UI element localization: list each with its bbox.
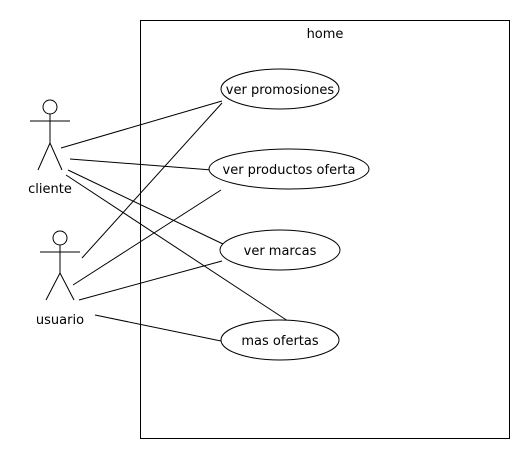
use-case-ver-promosiones: ver promosiones bbox=[220, 68, 340, 110]
use-case-mas-ofertas: mas ofertas bbox=[220, 319, 340, 361]
actor-leg-right bbox=[49, 142, 63, 171]
use-case-ellipse bbox=[220, 68, 340, 110]
actor-label-usuario: usuario bbox=[36, 313, 84, 328]
association-cliente-ver-productos-oferta bbox=[69, 158, 213, 171]
association-cliente-ver-promosiones bbox=[60, 100, 223, 149]
use-case-label: mas ofertas bbox=[241, 334, 318, 349]
actor-leg-right bbox=[59, 272, 75, 301]
actor-usuario: usuario bbox=[36, 230, 84, 328]
system-boundary-box bbox=[140, 20, 510, 439]
use-case-ellipse bbox=[220, 319, 340, 361]
use-case-label: ver marcas bbox=[244, 244, 317, 259]
actor-head bbox=[52, 230, 68, 246]
associations bbox=[60, 100, 292, 342]
association-usuario-mas-ofertas bbox=[94, 314, 222, 342]
system-boundary: home bbox=[140, 20, 510, 439]
actor-head bbox=[42, 99, 58, 115]
actor-leg-left bbox=[45, 272, 61, 301]
association-usuario-ver-marcas bbox=[78, 260, 223, 301]
use-case-ver-productos-oferta: ver productos oferta bbox=[208, 148, 370, 190]
use-case-ellipse bbox=[208, 148, 370, 190]
association-cliente-ver-marcas bbox=[67, 169, 224, 245]
use-case-label: ver productos oferta bbox=[223, 163, 356, 178]
association-usuario-ver-promosiones bbox=[81, 102, 223, 259]
actor-leg-left bbox=[37, 142, 51, 171]
use-case-ver-marcas: ver marcas bbox=[219, 229, 341, 271]
use-case-ellipse bbox=[219, 229, 341, 271]
system-boundary-title: home bbox=[307, 27, 344, 42]
actor-label-cliente: cliente bbox=[28, 182, 72, 197]
actor-cliente: cliente bbox=[28, 99, 72, 197]
association-usuario-ver-productos-oferta bbox=[72, 189, 222, 286]
association-cliente-mas-ofertas bbox=[65, 174, 292, 324]
use-case-label: ver promosiones bbox=[226, 83, 335, 98]
